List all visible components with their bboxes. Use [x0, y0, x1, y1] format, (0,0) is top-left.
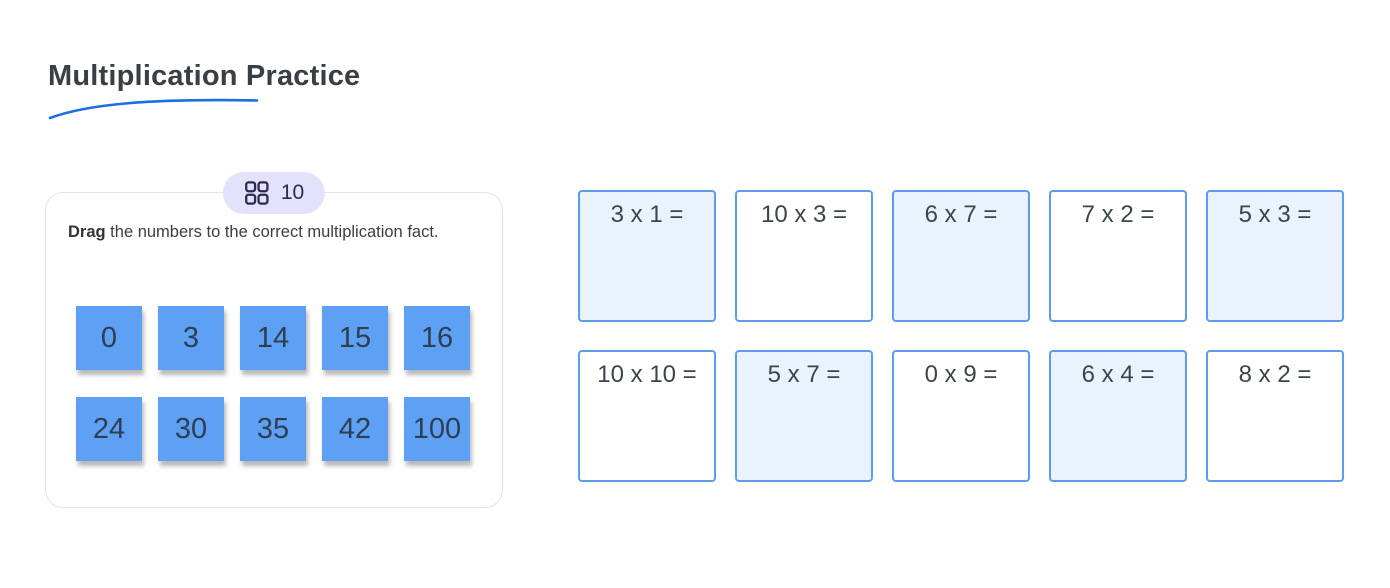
page-title: Multiplication Practice — [48, 60, 361, 92]
title-underline-swoosh — [48, 98, 259, 120]
fact-label: 6 x 4 = — [1081, 361, 1155, 388]
number-tile-grid: 0 3 14 15 16 24 30 35 42 100 — [76, 306, 470, 488]
number-tile-r2c5[interactable]: 100 — [404, 397, 470, 461]
instruction-rest: the numbers to the correct multiplicatio… — [105, 223, 439, 241]
instruction-bold: Drag — [68, 223, 106, 241]
fact-label: 7 x 2 = — [1081, 201, 1155, 228]
instruction-text: Drag the numbers to the correct multipli… — [68, 223, 488, 242]
fact-label: 5 x 7 = — [767, 361, 841, 388]
drop-target-r1c4[interactable]: 7 x 2 = — [1049, 190, 1187, 322]
number-tile-r2c4[interactable]: 42 — [322, 397, 388, 461]
tile-row-1: 0 3 14 15 16 — [76, 306, 470, 370]
fact-label: 10 x 3 = — [760, 201, 848, 228]
drop-target-grid: 3 x 1 = 10 x 3 = 6 x 7 = 7 x 2 = 5 x 3 =… — [578, 190, 1344, 482]
drop-target-r1c1[interactable]: 3 x 1 = — [578, 190, 716, 322]
fact-label: 0 x 9 = — [924, 361, 998, 388]
number-tile-r1c5[interactable]: 16 — [404, 306, 470, 370]
number-tile-r2c1[interactable]: 24 — [76, 397, 142, 461]
fact-label: 5 x 3 = — [1238, 201, 1312, 228]
number-tile-r1c3[interactable]: 14 — [240, 306, 306, 370]
number-tile-r2c2[interactable]: 30 — [158, 397, 224, 461]
target-row-1: 3 x 1 = 10 x 3 = 6 x 7 = 7 x 2 = 5 x 3 = — [578, 190, 1344, 322]
fact-label: 6 x 7 = — [924, 201, 998, 228]
drop-target-r2c1[interactable]: 10 x 10 = — [578, 350, 716, 482]
number-tile-r1c2[interactable]: 3 — [158, 306, 224, 370]
fact-label: 3 x 1 = — [610, 201, 684, 228]
fact-label: 10 x 10 = — [597, 361, 697, 388]
drop-target-r2c3[interactable]: 0 x 9 = — [892, 350, 1030, 482]
drop-target-r2c5[interactable]: 8 x 2 = — [1206, 350, 1344, 482]
tile-count-badge: 10 — [222, 172, 326, 214]
drop-target-r1c2[interactable]: 10 x 3 = — [735, 190, 873, 322]
fact-label: 8 x 2 = — [1238, 361, 1312, 388]
drop-target-r2c2[interactable]: 5 x 7 = — [735, 350, 873, 482]
number-tile-r1c4[interactable]: 15 — [322, 306, 388, 370]
drop-target-r2c4[interactable]: 6 x 4 = — [1049, 350, 1187, 482]
tile-row-2: 24 30 35 42 100 — [76, 397, 470, 461]
grid-icon — [245, 181, 269, 205]
practice-card: 10 Drag the numbers to the correct multi… — [45, 172, 503, 508]
drop-target-r1c3[interactable]: 6 x 7 = — [892, 190, 1030, 322]
number-tile-r1c1[interactable]: 0 — [76, 306, 142, 370]
number-tile-r2c3[interactable]: 35 — [240, 397, 306, 461]
drop-target-r1c5[interactable]: 5 x 3 = — [1206, 190, 1344, 322]
tile-count-label: 10 — [280, 181, 305, 204]
target-row-2: 10 x 10 = 5 x 7 = 0 x 9 = 6 x 4 = 8 x 2 … — [578, 350, 1344, 482]
